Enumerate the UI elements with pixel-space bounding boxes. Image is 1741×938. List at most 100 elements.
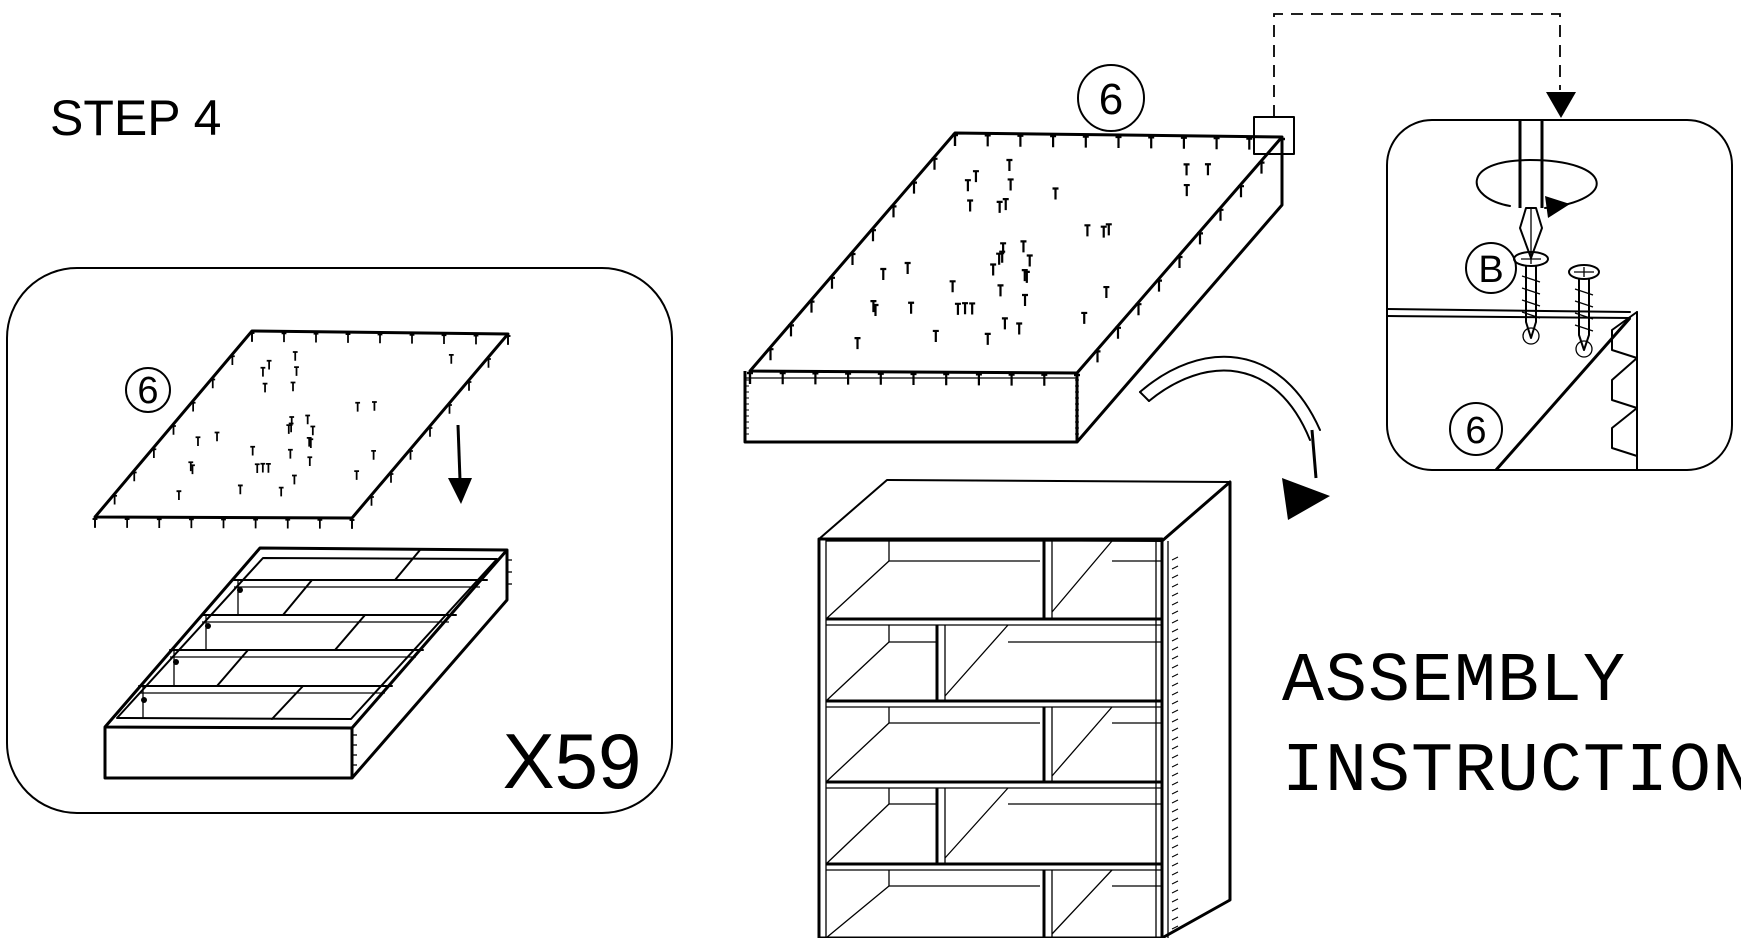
edge-hatch: [1171, 925, 1179, 930]
edge-hatch: [1171, 700, 1179, 705]
nail: [254, 463, 260, 474]
part-number-label-detail: 6: [1465, 410, 1486, 452]
nail: [872, 303, 879, 316]
edge-hatch: [1171, 844, 1179, 849]
nail: [1000, 242, 1007, 255]
nail: [1103, 285, 1110, 299]
nail: [447, 404, 452, 414]
rotation-arrow-icon: [1475, 159, 1598, 218]
nail: [1094, 350, 1101, 363]
nail: [355, 401, 361, 412]
part-number-label-center: 6: [1099, 75, 1123, 124]
nail: [1052, 187, 1059, 200]
edge-hatch: [1171, 799, 1179, 804]
screw-icon: [1513, 251, 1549, 345]
edge-hatch: [1171, 709, 1179, 714]
nail: [349, 519, 355, 529]
nail: [151, 448, 157, 459]
edge-hatch: [1171, 619, 1179, 624]
nail: [313, 332, 319, 343]
nail: [877, 372, 884, 385]
nail: [278, 486, 284, 497]
nail: [441, 334, 447, 345]
edge-hatch: [1171, 808, 1179, 813]
nail-pattern-center: [747, 133, 1285, 386]
nail: [408, 450, 413, 460]
nail: [237, 484, 243, 495]
edge-hatch: [1171, 907, 1179, 912]
nail: [1023, 270, 1030, 283]
edge-hatch: [1171, 682, 1179, 687]
edge-hatch: [1171, 871, 1179, 876]
edge-hatch: [1171, 826, 1179, 831]
edge-hatch: [1171, 601, 1179, 606]
nail: [1007, 178, 1014, 191]
nail: [1180, 136, 1187, 149]
screwdriver-icon: [1518, 120, 1544, 259]
nail: [292, 351, 298, 361]
nail: [249, 332, 255, 342]
nail: [176, 490, 182, 500]
nail: [1217, 208, 1224, 221]
nail: [943, 373, 950, 386]
nail: [290, 381, 296, 392]
nail-pattern: [92, 332, 511, 529]
nail: [870, 300, 877, 313]
nail: [281, 332, 287, 343]
edge-hatch: [1171, 565, 1179, 570]
edge-hatch: [1171, 583, 1179, 588]
edge-hatch: [1171, 628, 1179, 633]
title-line-2: INSTRUCTION: [1282, 733, 1741, 812]
nail: [427, 427, 433, 437]
nail: [221, 518, 226, 529]
edge-hatch: [1171, 727, 1179, 732]
bookcase-illustration: [817, 479, 1232, 938]
nail: [1176, 255, 1183, 268]
nail: [266, 359, 272, 370]
nail: [308, 438, 314, 449]
nail: [195, 436, 201, 446]
nail: [372, 401, 377, 411]
nail: [171, 425, 176, 435]
nail: [289, 416, 295, 426]
nail: [214, 431, 220, 442]
nail: [124, 518, 130, 528]
nail: [1084, 224, 1091, 237]
nail: [904, 261, 911, 275]
nail: [984, 332, 991, 345]
nail: [1183, 163, 1190, 176]
nail: [880, 267, 887, 280]
nail: [931, 157, 938, 170]
part-number-label: 6: [137, 370, 158, 412]
nail: [310, 425, 316, 436]
nail: [317, 518, 323, 529]
nail: [188, 518, 194, 529]
nail: [747, 371, 753, 384]
nail: [996, 252, 1003, 265]
nail: [829, 276, 835, 289]
step-label: STEP 4: [50, 90, 221, 146]
nail: [1115, 135, 1122, 148]
compartment-frame: [103, 546, 512, 780]
nail: [952, 133, 958, 146]
nail: [1279, 137, 1285, 150]
nail: [260, 462, 266, 473]
detail-frame: [1386, 119, 1733, 471]
nail: [307, 456, 313, 467]
nail: [1238, 185, 1244, 198]
edge-hatch: [1171, 637, 1179, 642]
nail: [250, 445, 256, 456]
nail: [156, 518, 162, 529]
edge-hatch: [1171, 592, 1179, 597]
back-panel-sheet: [92, 329, 511, 529]
nail: [287, 448, 293, 459]
nail: [466, 381, 472, 391]
edge-hatch: [1171, 862, 1179, 867]
nail: [911, 181, 917, 194]
nail: [294, 366, 299, 376]
nail: [112, 494, 118, 505]
nail: [964, 179, 971, 192]
dashed-callout-arrow-icon: [1273, 13, 1576, 118]
edge-hatch: [1171, 772, 1179, 777]
nail: [1258, 161, 1265, 174]
